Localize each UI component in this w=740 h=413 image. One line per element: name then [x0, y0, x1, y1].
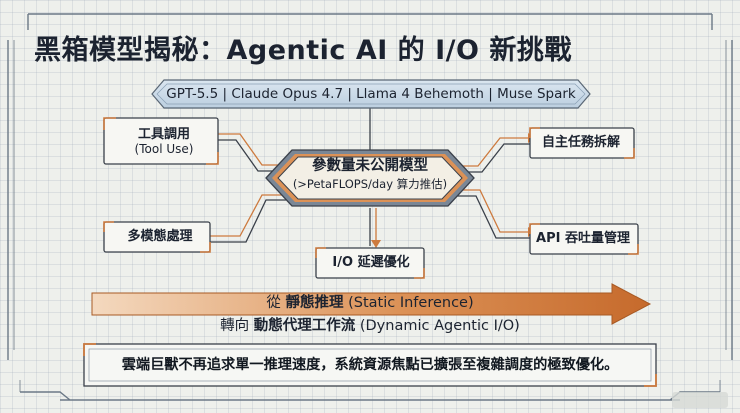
multimodal-node: 多模態處理: [110, 224, 210, 250]
shift-line-2-highlight: 動態代理工作流: [253, 318, 356, 334]
footer-summary: 雲端巨獸不再追求單一推理速度，系統資源焦點已擴張至複雜調度的極致優化。: [121, 357, 619, 373]
shift-line-1-rest: (Static Inference): [348, 295, 474, 311]
io-optimization-label: I/O 延遲優化: [332, 255, 410, 270]
api-throughput-node: API 吞吐量管理: [530, 226, 636, 252]
footer-frame: [83, 343, 657, 387]
core-model-shape: [265, 149, 475, 207]
autonomy-node: 自主任務拆解: [530, 130, 632, 156]
tool-use-label: 工具調用: [137, 127, 190, 142]
shift-line-1-highlight: 靜態推理: [285, 295, 344, 311]
page-title: 黑箱模型揭秘：Agentic AI 的 I/O 新挑戰: [34, 35, 572, 66]
api-box-frame: [529, 223, 639, 255]
tool-use-box-frame: [103, 117, 219, 165]
shift-line-2-rest: (Dynamic Agentic I/O): [359, 318, 520, 334]
autonomy-box-frame: [529, 127, 635, 159]
models-banner: GPT-5.5 | Claude Opus 4.7 | Llama 4 Behe…: [166, 86, 576, 102]
core-model-label: 參數量未公開模型: [312, 158, 428, 174]
tool-use-node: 工具調用 (Tool Use): [110, 122, 218, 163]
watermark-badge: [672, 392, 728, 408]
core-model-node: 參數量未公開模型 (>PetaFLOPS/day 算力推估): [276, 157, 464, 199]
shift-line-1: 從 靜態推理 (Static Inference): [90, 292, 650, 315]
core-model-sublabel: (>PetaFLOPS/day 算力推估): [292, 177, 448, 191]
multimodal-box-frame: [103, 221, 211, 253]
shift-line-2: 轉向 動態代理工作流 (Dynamic Agentic I/O): [90, 315, 650, 338]
shift-line-1-prefix: 從: [266, 295, 281, 311]
tool-use-sublabel: (Tool Use): [134, 142, 194, 156]
api-throughput-label: API 吞吐量管理: [536, 231, 630, 246]
shift-arrow: [91, 283, 652, 325]
io-box-frame: [315, 247, 425, 279]
autonomy-label: 自主任務拆解: [541, 135, 620, 150]
io-optimization-node: I/O 延遲優化: [321, 250, 421, 276]
multimodal-label: 多模態處理: [127, 229, 193, 244]
paradigm-shift-text: 從 靜態推理 (Static Inference) 轉向 動態代理工作流 (Dy…: [90, 292, 650, 338]
models-banner-shape: [151, 79, 591, 109]
outer-frame: [7, 13, 733, 401]
shift-line-2-prefix: 轉向: [220, 318, 250, 334]
